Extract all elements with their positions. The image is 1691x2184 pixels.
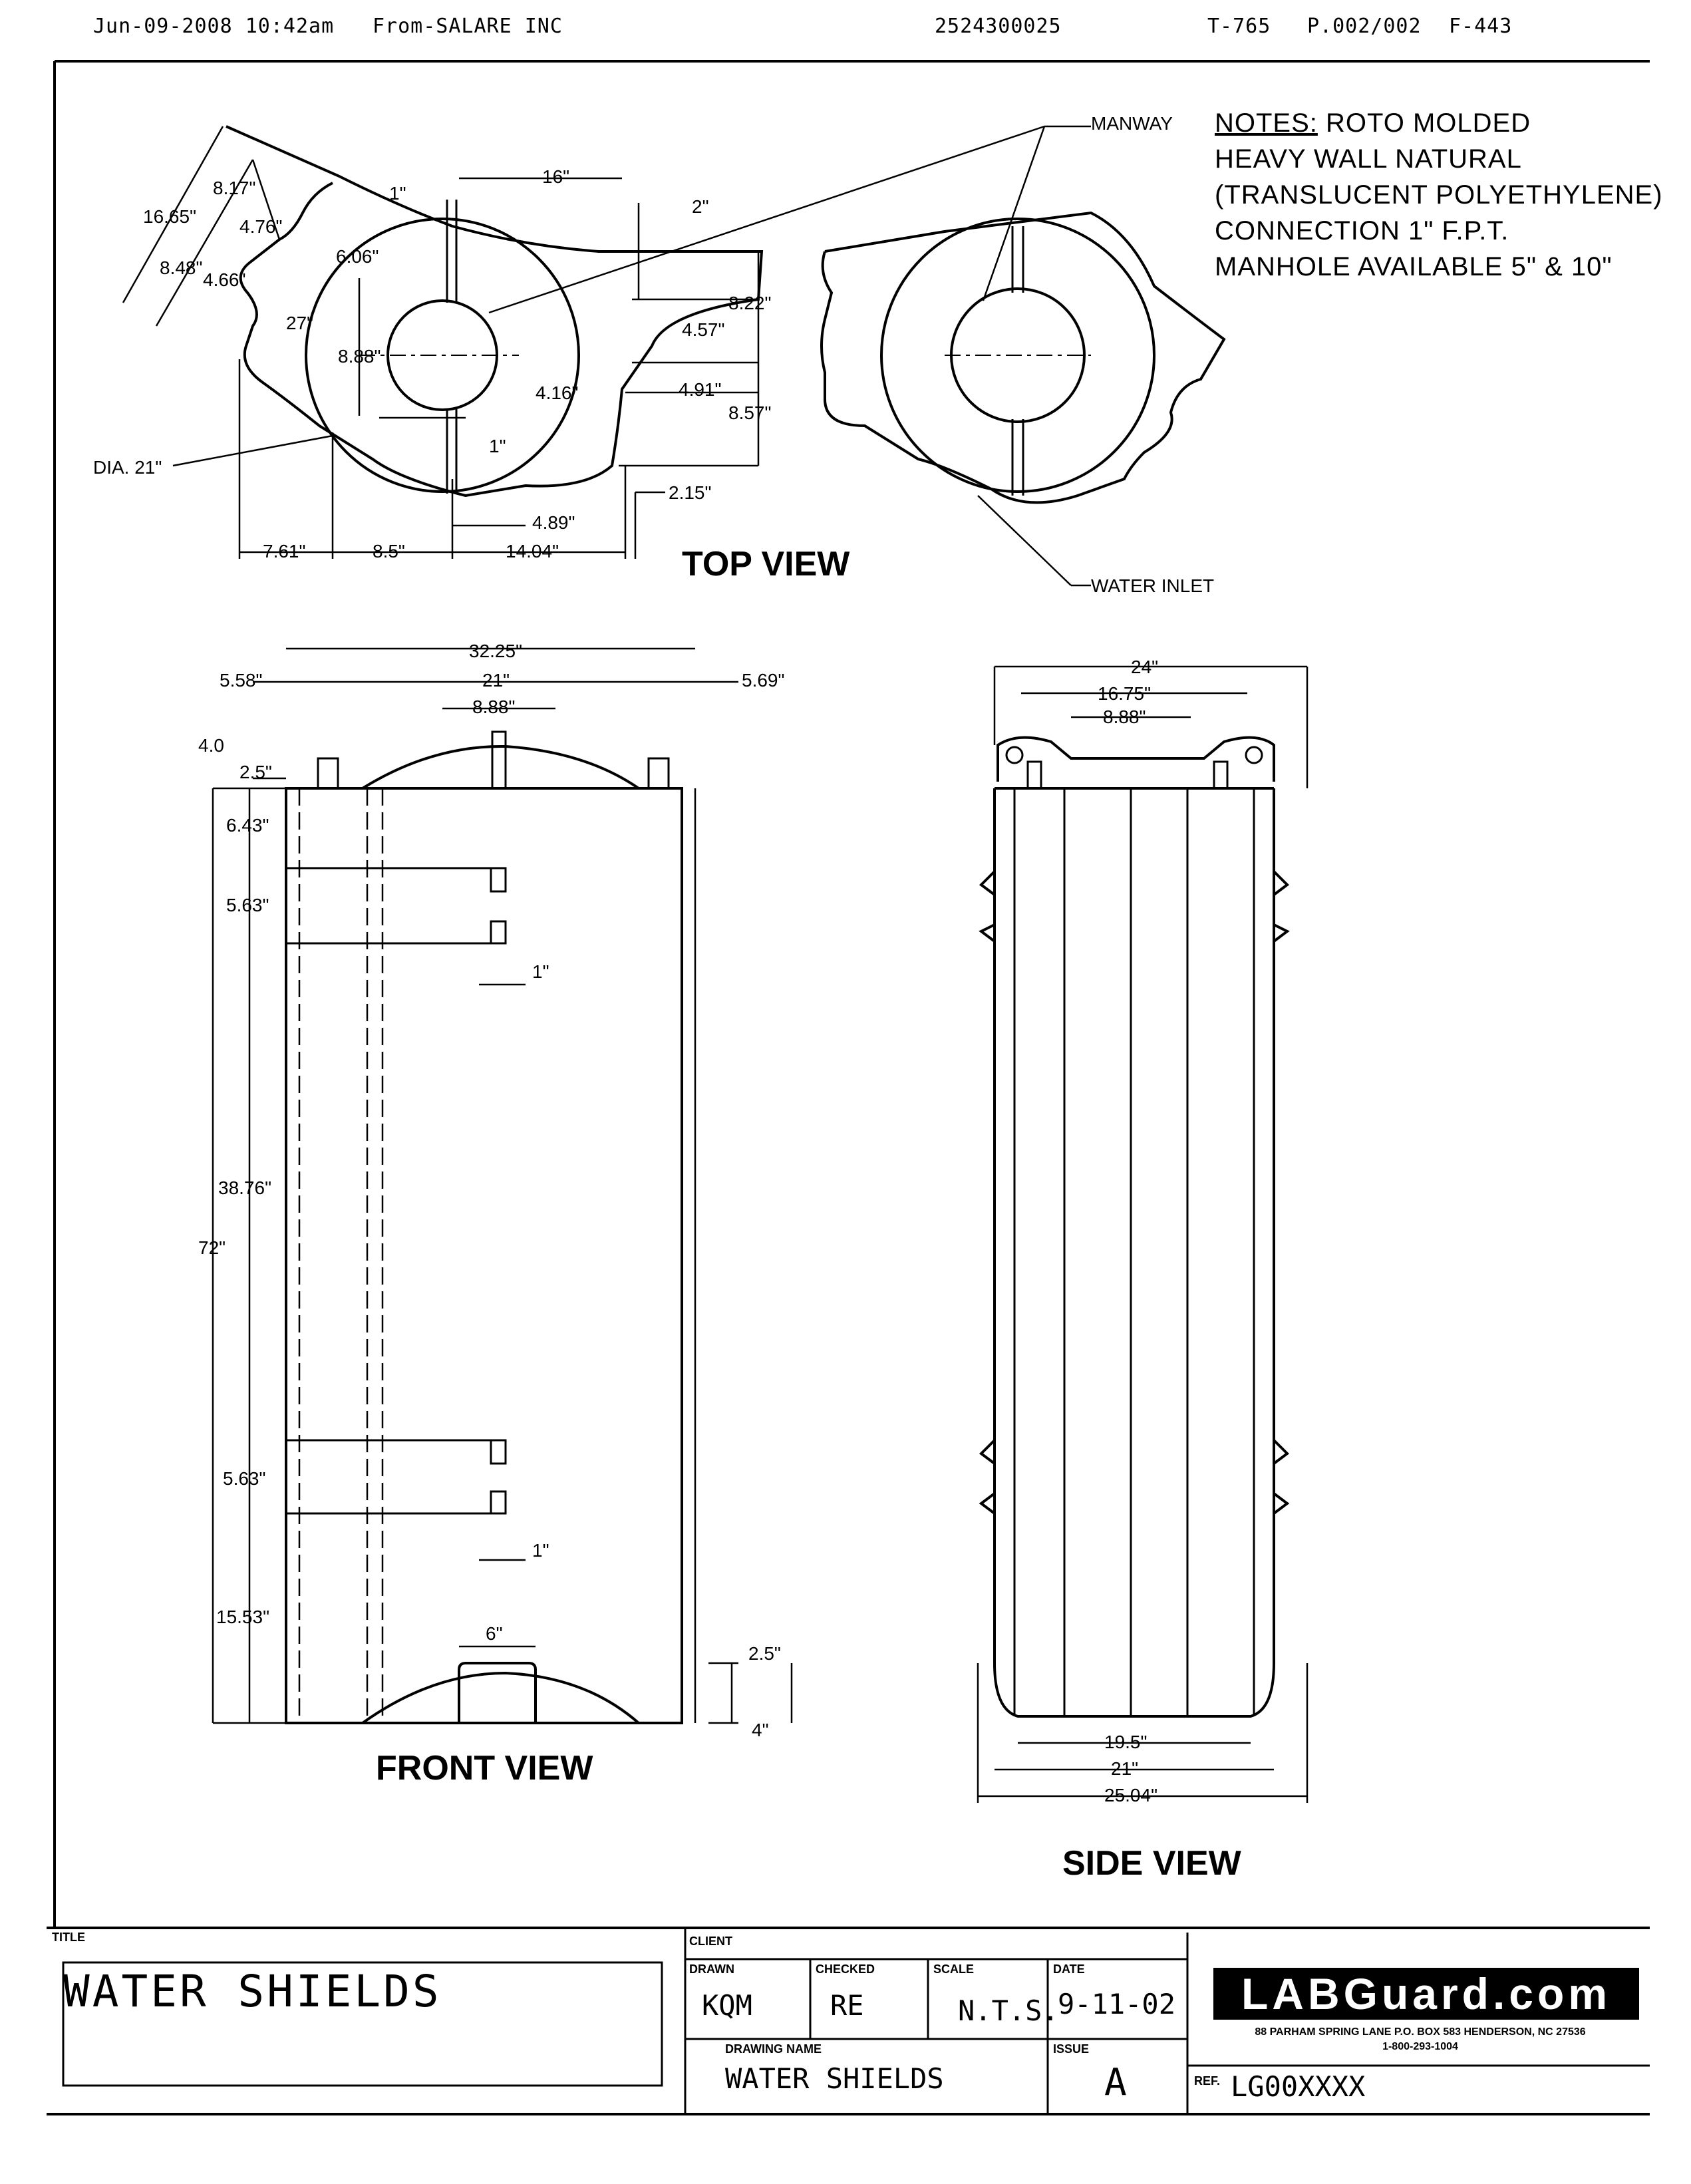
dim-dia-21: DIA. 21" — [93, 457, 162, 478]
fax-page: P.002/002 — [1307, 15, 1422, 38]
dim-5-58: 5.58" — [220, 670, 262, 691]
dim-16: 16" — [542, 166, 569, 187]
client-label: CLIENT — [689, 1935, 732, 1948]
dim-8-88-side: 8.88" — [1103, 706, 1146, 727]
dim-1-front-lower: 1" — [532, 1540, 549, 1561]
top-view-mirror-drawing — [820, 125, 1226, 587]
company-phone: 1-800-293-1004 — [1382, 2041, 1458, 2052]
dim-25-04: 25.04" — [1104, 1785, 1157, 1805]
title-block-frame — [62, 1928, 1650, 2114]
dim-14-04: 14.04" — [506, 541, 559, 561]
water-inlet-callout: WATER INLET — [1091, 575, 1214, 596]
notes-line-4: CONNECTION 1" F.P.T. — [1215, 216, 1509, 245]
dim-24: 24" — [1131, 657, 1158, 677]
drawn-value: KQM — [702, 1989, 752, 2022]
front-view-drawing — [212, 647, 793, 1724]
dim-6-43: 6.43" — [226, 815, 269, 836]
dim-4-66: 4.66" — [203, 269, 245, 290]
issue-label: ISSUE — [1053, 2042, 1090, 2056]
side-view-label: SIDE VIEW — [1062, 1844, 1242, 1883]
dim-6: 6" — [486, 1623, 503, 1644]
dim-4-16: 4.16" — [536, 383, 578, 403]
dim-2-5-top: 2.5" — [239, 762, 272, 782]
fax-date-time: Jun-09-2008 10:42am — [93, 15, 335, 38]
dim-21-side: 21" — [1111, 1758, 1138, 1779]
dim-5-69: 5.69" — [742, 670, 784, 691]
dim-19-5: 19.5" — [1104, 1732, 1147, 1752]
drawn-label: DRAWN — [689, 1962, 734, 1976]
dim-8-22: 8.22" — [728, 293, 771, 313]
ref-label: REF. — [1194, 2074, 1221, 2088]
fax-from: From-SALARE INC — [373, 15, 563, 38]
dim-4-89: 4.89" — [532, 512, 575, 533]
top-view-drawing — [122, 125, 1045, 559]
checked-value: RE — [830, 1989, 864, 2022]
scale-label: SCALE — [933, 1962, 975, 1976]
notes-block: NOTES: ROTO MOLDED HEAVY WALL NATURAL (T… — [1215, 105, 1663, 285]
ref-value: LG00XXXX — [1231, 2070, 1366, 2103]
drawing-name-label: DRAWING NAME — [725, 2042, 822, 2056]
top-view-label: TOP VIEW — [682, 545, 850, 583]
notes-line-3: (TRANSLUCENT POLYETHYLENE) — [1215, 180, 1663, 210]
dim-4-91: 4.91" — [679, 379, 721, 400]
fax-id: T-765 — [1207, 15, 1271, 38]
dim-7-61: 7.61" — [263, 541, 305, 561]
dim-2-15: 2.15" — [669, 482, 711, 503]
dim-1-bottom: 1" — [489, 436, 506, 456]
dim-8-88-front: 8.88" — [472, 697, 515, 717]
manway-callout: MANWAY — [1091, 113, 1173, 134]
dim-27: 27" — [286, 313, 313, 333]
title-value: WATER SHIELDS — [63, 1966, 442, 2017]
notes-line-2: HEAVY WALL NATURAL — [1215, 144, 1522, 174]
side-view-drawing — [977, 665, 1308, 1803]
dim-1-top: 1" — [389, 183, 406, 204]
dim-6-06: 6.06" — [336, 246, 379, 267]
dim-1-front-upper: 1" — [532, 961, 549, 982]
dim-4-0: 4.0 — [198, 735, 224, 756]
dim-4: 4" — [752, 1720, 769, 1740]
dim-8-48: 8.48" — [160, 257, 202, 278]
notes-line-5: MANHOLE AVAILABLE 5" & 10" — [1215, 252, 1613, 281]
dim-4-76: 4.76" — [239, 216, 282, 237]
dim-8-5: 8.5" — [373, 541, 405, 561]
dim-8-88-top: 8.88" — [338, 346, 381, 367]
fax-number: 2524300025 — [935, 15, 1062, 38]
dim-5-63-upper: 5.63" — [226, 895, 269, 915]
dim-38-76: 38.76" — [218, 1177, 271, 1198]
dim-32-25: 32.25" — [469, 641, 522, 661]
dim-2-5-bottom: 2.5" — [748, 1643, 781, 1664]
dim-8-57: 8.57" — [728, 402, 771, 423]
company-address: 88 PARHAM SPRING LANE P.O. BOX 583 HENDE… — [1255, 2026, 1586, 2038]
dim-4-57: 4.57" — [682, 319, 724, 340]
title-label: TITLE — [52, 1931, 85, 1944]
notes-line-1: ROTO MOLDED — [1326, 108, 1531, 138]
dim-21-front: 21" — [482, 670, 510, 691]
dim-2: 2" — [692, 196, 709, 217]
dim-16-75: 16.75" — [1098, 683, 1151, 704]
dim-15-53: 15.53" — [216, 1607, 269, 1627]
checked-label: CHECKED — [816, 1962, 875, 1976]
labguard-logo: LABGuard.com — [1213, 1968, 1639, 2020]
date-value: 9-11-02 — [1058, 1988, 1176, 2020]
date-label: DATE — [1053, 1962, 1085, 1976]
issue-value: A — [1104, 2061, 1127, 2104]
dim-72: 72" — [198, 1237, 226, 1258]
scale-value: N.T.S. — [958, 1994, 1059, 2027]
fax-form: F-443 — [1449, 15, 1513, 38]
notes-heading: NOTES: — [1215, 108, 1318, 138]
dim-16-65: 16.65" — [143, 206, 196, 227]
dim-8-17: 8.17" — [213, 178, 255, 198]
front-view-label: FRONT VIEW — [376, 1749, 593, 1788]
drawing-name-value: WATER SHIELDS — [725, 2062, 944, 2095]
dim-5-63-lower: 5.63" — [223, 1468, 265, 1489]
